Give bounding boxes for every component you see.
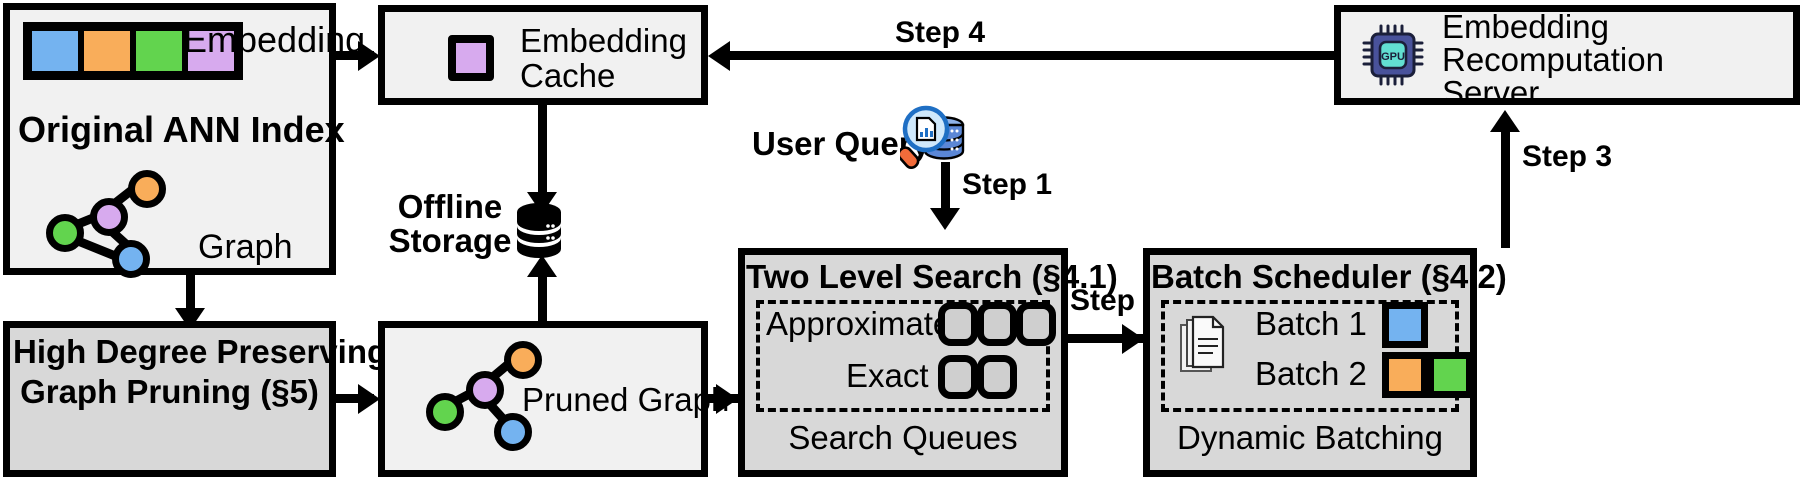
- pruned-graph-box: [378, 321, 708, 477]
- arrow-step3-head: [1490, 110, 1520, 132]
- embedding-cache-title-line2: Cache: [520, 57, 616, 94]
- pruned-graph-node-blue: [494, 413, 532, 451]
- step3-label: Step 3: [1522, 140, 1613, 173]
- arrow-step4-head: [708, 41, 730, 71]
- arrow-step1-line: [941, 162, 950, 214]
- graph-pruning-box: [3, 321, 336, 477]
- embedding-cache-box: [378, 5, 708, 105]
- batch-2-chip-orange: [1382, 352, 1428, 398]
- offline-storage-label-line1: Offline: [397, 188, 503, 225]
- graph-node-purple: [90, 198, 128, 236]
- gpu-chip-icon: GPU: [1362, 24, 1424, 86]
- exact-row-label: Exact: [846, 357, 929, 394]
- exact-slot: [938, 355, 978, 399]
- embedding-chip-strip: [23, 22, 243, 80]
- step1-label: Step 1: [962, 168, 1053, 201]
- arrow-step2-line: [1068, 334, 1146, 343]
- magnifier-database-icon: [900, 105, 965, 170]
- database-cylinder-icon: [517, 203, 561, 258]
- arrow-step2-head: [1122, 324, 1144, 354]
- graph-pruning-title-line2: Graph Pruning (§5): [20, 373, 319, 410]
- arrow-step3-line: [1501, 124, 1510, 248]
- arrow-pruning-to-pruned-head: [358, 384, 380, 414]
- search-queues-footer: Search Queues: [788, 419, 1018, 456]
- approximate-row-label: Approximate: [766, 305, 952, 342]
- recomputation-server-title-line3: Server: [1442, 74, 1540, 111]
- arrow-cache-to-storage-line: [538, 105, 547, 197]
- arrow-pruning-to-pruned-line: [336, 394, 374, 403]
- step4-label: Step 4: [895, 16, 986, 49]
- arrow-pruned-to-storage-line: [538, 268, 547, 326]
- gpu-icon-text: GPU: [1381, 51, 1405, 63]
- recomputation-server-title-line2: Recomputation: [1442, 41, 1664, 78]
- batch-1-chip-blue: [1382, 302, 1428, 348]
- graph-pruning-title-line1: High Degree Preserving: [13, 333, 388, 370]
- documents-stack-icon: [1180, 315, 1225, 372]
- graph-node-green: [46, 214, 84, 252]
- embedding-chip-blue: [29, 28, 81, 74]
- original-ann-index-title: Original ANN Index: [18, 109, 345, 150]
- dynamic-batching-footer: Dynamic Batching: [1177, 419, 1443, 456]
- embedding-label: Embedding: [183, 19, 366, 60]
- pruned-graph-label: Pruned Graph: [522, 381, 730, 418]
- arrow-pruned-to-storage-head: [527, 255, 557, 277]
- arrow-pruned-to-search-head: [716, 384, 738, 414]
- arrow-index-to-cache-head: [358, 41, 380, 71]
- graph-node-orange: [128, 170, 166, 208]
- batch-scheduler-title: Batch Scheduler (§4.2): [1151, 258, 1507, 295]
- embedding-cache-title-line1: Embedding: [520, 22, 687, 59]
- batch-1-label: Batch 1: [1255, 305, 1367, 342]
- embedding-chip-green: [133, 28, 185, 74]
- embedding-cache-chip: [448, 35, 494, 81]
- pruned-graph-node-purple: [466, 371, 504, 409]
- arrow-step4-line: [730, 51, 1334, 60]
- batch-2-chip-green: [1427, 352, 1473, 398]
- graph-label: Graph: [198, 228, 293, 266]
- two-level-search-title: Two Level Search (§4.1): [746, 258, 1118, 295]
- arrow-index-to-pruning-line: [186, 275, 195, 311]
- graph-node-blue: [112, 240, 150, 278]
- embedding-chip-purple: [185, 28, 237, 74]
- arrow-index-to-cache-line: [336, 51, 374, 60]
- search-queues-panel: [756, 300, 1050, 412]
- offline-storage-label-line2: Storage: [388, 222, 512, 259]
- approximate-slot: [938, 302, 978, 346]
- pruned-graph-node-orange: [504, 341, 542, 379]
- arrow-step1-head: [930, 208, 960, 230]
- embedding-chip-orange: [81, 28, 133, 74]
- recomputation-server-title-line1: Embedding: [1442, 8, 1609, 45]
- original-graph-cluster: [40, 168, 166, 278]
- pruned-graph-cluster: [408, 337, 542, 457]
- batch-2-label: Batch 2: [1255, 355, 1367, 392]
- pruned-graph-node-green: [426, 393, 464, 431]
- approximate-slot: [1016, 302, 1056, 346]
- exact-slot: [977, 355, 1017, 399]
- approximate-slot: [977, 302, 1017, 346]
